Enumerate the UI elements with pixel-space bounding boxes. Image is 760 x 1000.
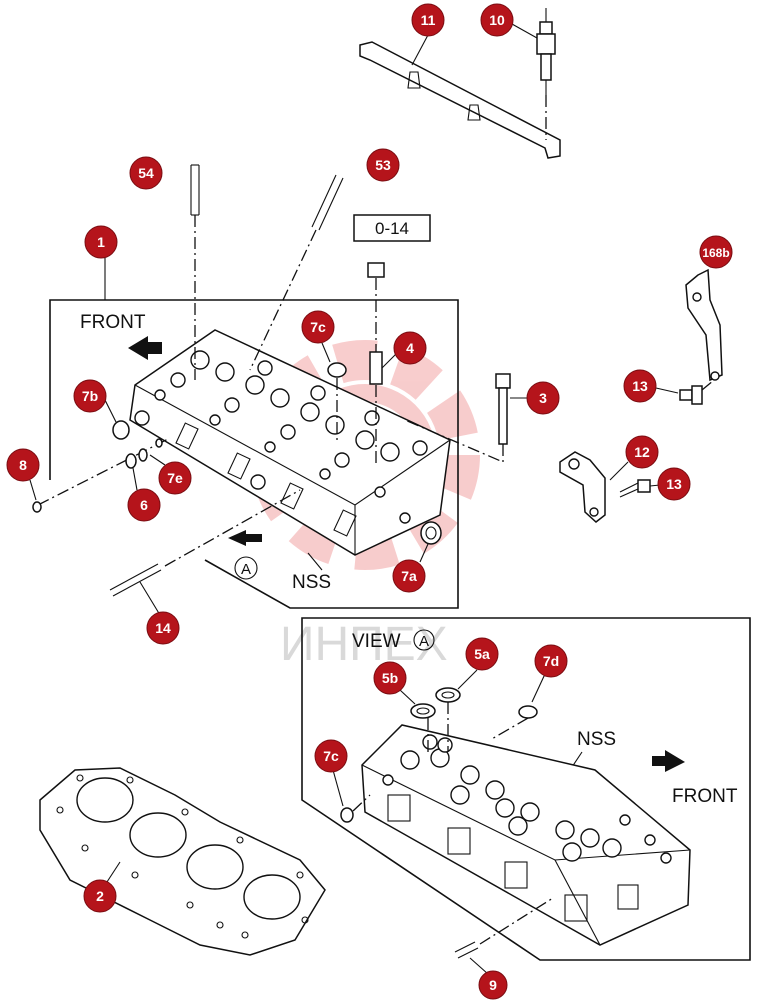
callout-53[interactable]: 53 [366,148,400,182]
callout-12[interactable]: 12 [625,435,659,469]
callout-3[interactable]: 3 [526,381,560,415]
callout-2[interactable]: 2 [83,879,117,913]
callout-7d[interactable]: 7d [534,644,568,678]
washer-parts-6-7e-8 [29,437,171,513]
svg-text:2: 2 [96,888,104,904]
bracket-12 [559,451,629,523]
svg-text:10: 10 [489,12,505,28]
glow-plug-10 [511,8,556,140]
callout-6[interactable]: 6 [127,488,161,522]
front-arrow-view-icon [652,750,685,772]
view-letter: A [419,633,429,650]
watermark-text: ИНПЕХ [280,618,448,671]
plug-7c-view [332,769,371,823]
svg-text:7b: 7b [82,388,98,404]
ref-box-text: 0-14 [375,219,409,238]
callout-5b[interactable]: 5b [373,661,407,695]
cylinder-head-view [361,724,691,946]
svg-text:13: 13 [666,476,682,492]
stud-53 [249,174,344,371]
svg-text:5a: 5a [474,646,490,662]
callout-7c-top[interactable]: 7c [301,310,335,344]
svg-text:9: 9 [489,977,497,993]
svg-text:5b: 5b [382,670,398,686]
nss-label-view: NSS [577,729,616,750]
bolt-3 [404,373,528,463]
svg-text:1: 1 [97,234,105,250]
bolt-13-lower [619,479,661,498]
svg-text:4: 4 [406,340,414,356]
callout-13-lower[interactable]: 13 [657,467,691,501]
connector-rail-11 [359,34,561,159]
svg-text:7e: 7e [167,470,183,486]
svg-text:3: 3 [539,390,547,406]
seal-5a [435,669,478,752]
svg-text:53: 53 [375,157,391,173]
callout-14[interactable]: 14 [146,611,180,645]
callout-10[interactable]: 10 [480,3,514,37]
callout-7c-view[interactable]: 7c [314,739,348,773]
view-a-group: VIEW A NSS FRONT [301,617,751,975]
bracket-168b [685,268,723,382]
callout-13-upper[interactable]: 13 [623,369,657,403]
svg-text:8: 8 [19,457,27,473]
front-label-view: FRONT [672,786,738,807]
callout-9[interactable]: 9 [478,970,508,1000]
callout-54[interactable]: 54 [129,156,163,190]
svg-text:14: 14 [155,620,171,636]
callout-7a[interactable]: 7a [392,559,426,593]
svg-text:7c: 7c [310,319,326,335]
stud-9 [454,897,554,975]
svg-text:7c: 7c [323,748,339,764]
callout-4[interactable]: 4 [393,331,427,365]
front-label: FRONT [80,312,146,333]
head-gasket-2 [39,767,326,956]
front-arrow-icon [128,336,162,360]
svg-text:6: 6 [140,497,148,513]
svg-text:11: 11 [421,12,436,28]
callout-168b[interactable]: 168b [699,235,733,269]
svg-text:168b: 168b [702,246,729,260]
svg-text:13: 13 [632,378,648,394]
stud-14 [109,489,301,616]
svg-text:7a: 7a [401,568,417,584]
seal-5b [399,689,436,752]
svg-text:7d: 7d [543,653,559,669]
plug-7d [489,673,546,741]
view-label: VIEW [352,631,401,652]
callout-5a[interactable]: 5a [465,637,499,671]
bolt-13-upper [655,379,715,405]
callout-1[interactable]: 1 [84,225,118,259]
cylinder-head [129,329,451,556]
main-cylinder-head-group: FRONT NSS A [29,164,528,616]
nss-label: NSS [292,572,331,593]
callout-7e[interactable]: 7e [158,461,192,495]
stud-54 [190,164,200,380]
svg-text:54: 54 [138,165,154,181]
plug-0-14: 0-14 [353,214,431,355]
svg-text:12: 12 [634,444,650,460]
view-direction-arrow-icon [228,530,262,546]
plug-7c-top [321,342,347,440]
plug-7b [104,399,130,440]
callout-11[interactable]: 11 [411,3,445,37]
view-marker-letter: A [241,561,251,578]
callout-7b[interactable]: 7b [73,379,107,413]
seal-7a [419,521,442,563]
callout-8[interactable]: 8 [6,448,40,482]
